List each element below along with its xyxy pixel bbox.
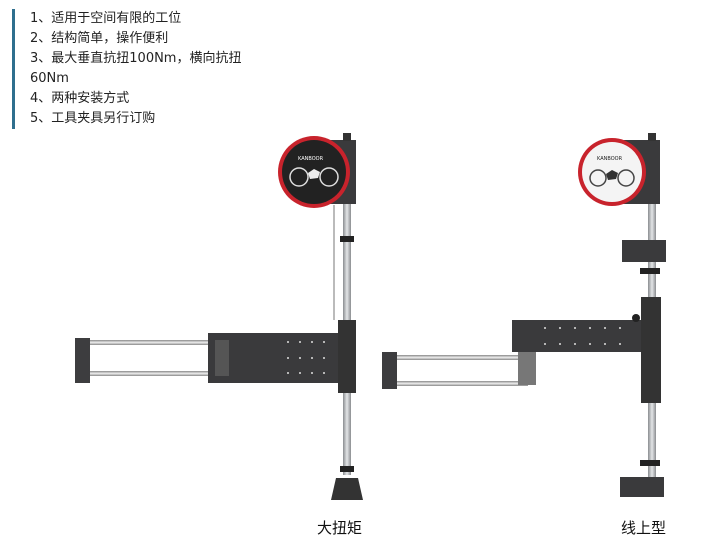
bottom-bracket [620, 477, 664, 497]
feature-item: 3、最大垂直抗扭100Nm，横向抗扭 [30, 51, 242, 66]
product-large-torque: KANBOOR [75, 133, 363, 500]
arm-plate [208, 333, 340, 383]
end-plate [382, 352, 397, 389]
base [331, 478, 363, 500]
rod-bottom [82, 371, 217, 376]
rod-top [82, 340, 217, 345]
feature-list: 1、适用于空间有限的工位 2、结构简单，操作便利 3、最大垂直抗扭100Nm，横… [12, 9, 241, 129]
feature-item: 4、两种安装方式 [30, 91, 130, 106]
feature-item: 5、工具夹具另行订购 [30, 111, 156, 126]
feature-item: 1、适用于空间有限的工位 [30, 11, 182, 26]
caption-large-torque: 大扭矩 [317, 519, 363, 537]
arm-plate [512, 320, 642, 352]
brand-logo: KANBOOR [298, 156, 324, 162]
end-plate [75, 338, 90, 383]
column-block [641, 297, 661, 403]
brand-logo: KANBOOR [597, 156, 623, 162]
feature-item: 60Nm [30, 71, 69, 86]
top-bracket [622, 240, 666, 262]
feature-item: 2、结构简单，操作便利 [30, 31, 169, 46]
rod-top [390, 355, 528, 360]
caption-inline: 线上型 [621, 519, 667, 537]
product-inline: KANBOOR [382, 133, 666, 497]
rod-bottom [390, 381, 528, 386]
column-block [338, 320, 356, 393]
